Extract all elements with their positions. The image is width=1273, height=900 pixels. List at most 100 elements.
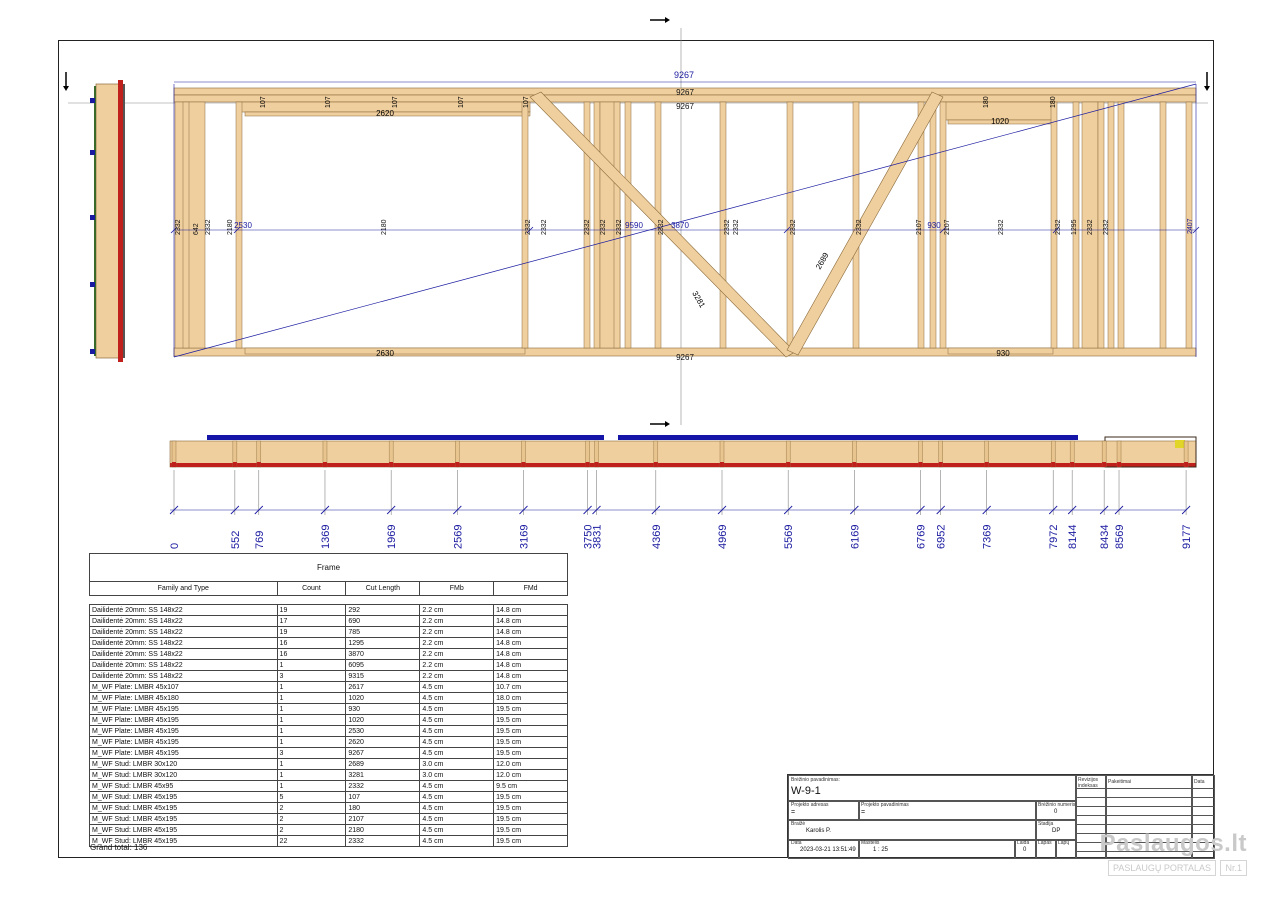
schedule-cell: 1 <box>276 659 347 671</box>
header-label-3: 107 <box>458 96 465 108</box>
station-label-15: 7369 <box>982 525 994 549</box>
schedule-cell: 4.5 cm <box>419 725 495 737</box>
mid-label-6: 2332 <box>525 219 532 235</box>
mid-label-12: 2332 <box>658 219 665 235</box>
stud-15 <box>939 101 947 349</box>
schedule-cell: 2 <box>276 824 347 836</box>
station-label-20: 9177 <box>1181 525 1193 549</box>
revision-row-line <box>1076 833 1215 834</box>
schedule-cell: 180 <box>345 802 421 814</box>
stud-8 <box>624 101 632 349</box>
schedule-cell: 4.5 cm <box>419 791 495 803</box>
schedule-cell: M_WF Stud: LMBR 45x195 <box>89 835 278 847</box>
mid-tick-3 <box>783 226 791 234</box>
station-tick-1 <box>230 505 240 515</box>
frame-schedule: Frame Family and Type Count Cut Length F… <box>89 553 568 847</box>
drawing-name-label: Brėžinio pavadinimas: <box>791 777 840 783</box>
station-tick-13 <box>916 505 925 515</box>
station-label-10: 4969 <box>717 525 729 549</box>
title-block: Brėžinio pavadinimas: W-9-1 Revizijos in… <box>787 774 1215 859</box>
schedule-cell: 4.5 cm <box>419 681 495 693</box>
revision-row-line <box>1076 788 1215 789</box>
schedule-cell: M_WF Stud: LMBR 30x120 <box>89 758 278 770</box>
plan-stud-red-0 <box>172 462 176 467</box>
revision-row-line <box>1076 815 1215 816</box>
sheet-number: 0 <box>1054 809 1058 815</box>
schedule-cell: 3870 <box>345 648 421 660</box>
mid-label-24: 2332 <box>1087 219 1094 235</box>
schedule-cell: 1 <box>276 780 347 792</box>
station-tick-3 <box>320 505 330 515</box>
schedule-cell: 2620 <box>345 736 421 748</box>
stud-22 <box>1159 101 1167 349</box>
top-plate-label: 9267 <box>676 88 694 97</box>
date: 2023-03-21 13:51:49 <box>800 847 856 853</box>
schedule-cell: 4.5 cm <box>419 736 495 748</box>
schedule-cell: 19.5 cm <box>493 725 568 737</box>
project-address-label: Projekto adresas <box>791 802 829 808</box>
plan-stud-red-9 <box>653 462 658 467</box>
mid-label-25: 2332 <box>1103 219 1110 235</box>
schedule-cell: 690 <box>345 615 421 627</box>
col-fmb: FMb <box>419 581 495 596</box>
mid-label-16: 2332 <box>790 219 797 235</box>
mid-tick-0 <box>170 226 178 234</box>
edition: 0 <box>1023 847 1027 853</box>
station-tick-20 <box>1181 505 1191 515</box>
edition-label: Laida <box>1017 840 1030 846</box>
station-tick-8 <box>592 505 601 515</box>
schedule-cell: 2.2 cm <box>419 615 495 627</box>
schedule-cell: 1 <box>276 725 347 737</box>
schedule-cell: 2332 <box>345 835 421 847</box>
schedule-cell: Dailidentė 20mm: SS 148x22 <box>89 670 278 682</box>
project-name: = <box>861 809 866 816</box>
schedule-cell: 2180 <box>345 824 421 836</box>
schedule-cell: 14.8 cm <box>493 659 568 671</box>
schedule-cell: 4.5 cm <box>419 824 495 836</box>
schedule-cell: 2617 <box>345 681 421 693</box>
plan-stud-red-3 <box>322 462 327 467</box>
schedule-cell: 19.5 cm <box>493 802 568 814</box>
schedule-cell: 3281 <box>345 769 421 781</box>
station-label-18: 8434 <box>1099 525 1111 549</box>
wall-elevation: 9267 9267 9267 9267 2620 2630 1020 930 3… <box>170 70 1200 362</box>
stud-4 <box>583 101 591 349</box>
schedule-cell: 3.0 cm <box>419 769 495 781</box>
plan-stud-red-17 <box>1070 462 1075 467</box>
project-name-label: Projekto pavadinimas <box>861 802 909 808</box>
station-tick-9 <box>651 505 661 515</box>
station-label-6: 3169 <box>518 525 530 549</box>
schedule-cell: 14.8 cm <box>493 626 568 638</box>
schedule-cell: 19.5 cm <box>493 791 568 803</box>
stud-16 <box>1050 101 1058 349</box>
schedule-cell: M_WF Stud: LMBR 30x120 <box>89 769 278 781</box>
schedule-cell: M_WF Plate: LMBR 45x195 <box>89 703 278 715</box>
sheet-label: Lapas <box>1038 840 1052 846</box>
right-opening-top-label: 1020 <box>991 117 1009 126</box>
stud-7 <box>613 101 621 349</box>
schedule-cell: M_WF Stud: LMBR 45x195 <box>89 813 278 825</box>
mid-label-11: 9590 <box>625 221 643 230</box>
station-label-4: 1969 <box>386 525 398 549</box>
schedule-cell: Dailidentė 20mm: SS 148x22 <box>89 637 278 649</box>
schedule-cell: 12.0 cm <box>493 758 568 770</box>
schedule-cell: 2.2 cm <box>419 637 495 649</box>
schedule-cell: 2107 <box>345 813 421 825</box>
schedule-cell: 22 <box>276 835 347 847</box>
schedule-cell: 14.8 cm <box>493 648 568 660</box>
station-tick-6 <box>519 505 528 515</box>
schedule-cell: 1 <box>276 758 347 770</box>
stud-20 <box>1107 101 1115 349</box>
plan-stud-red-16 <box>1051 462 1056 467</box>
station-label-8: 3831 <box>591 525 603 549</box>
side-section-view <box>90 80 125 362</box>
station-label-14: 6952 <box>936 525 948 549</box>
project-address: = <box>791 809 796 816</box>
